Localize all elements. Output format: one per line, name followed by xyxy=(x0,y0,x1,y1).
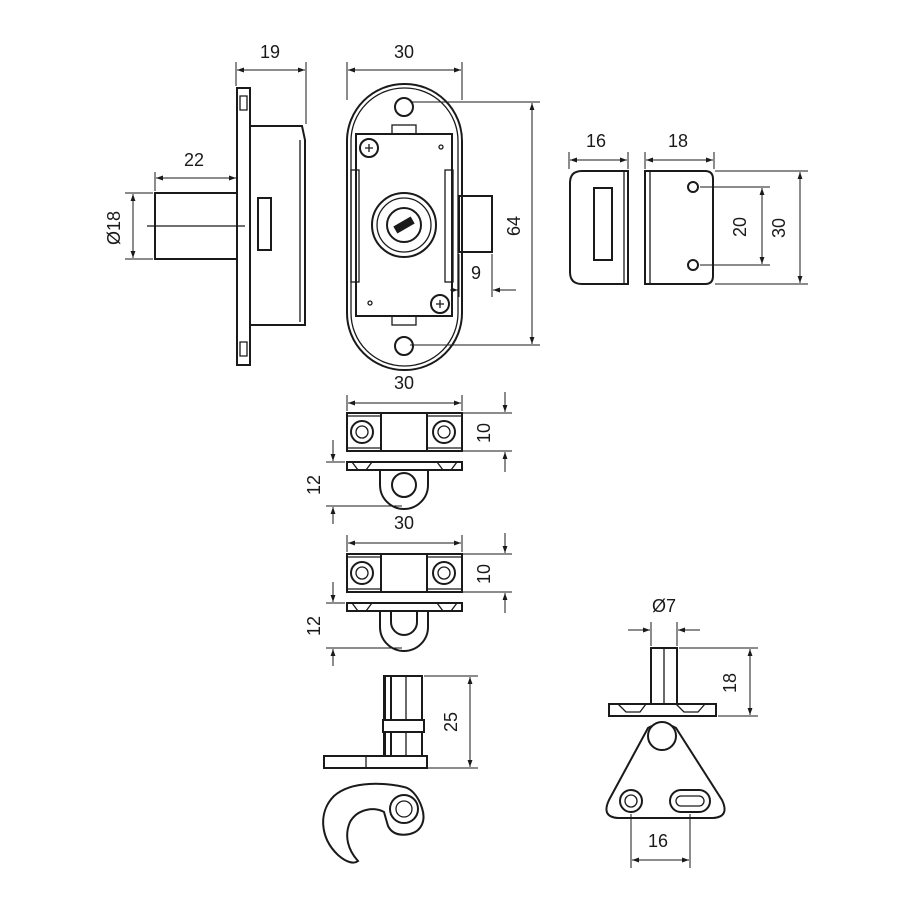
dim-cylinder-length: 22 xyxy=(184,150,204,170)
keeper-plate-view: 18 20 30 xyxy=(644,131,808,285)
triangle-plate-view: 16 xyxy=(605,721,726,868)
pin-side-view: Ø7 18 xyxy=(608,596,758,717)
dim-plate-hole-spacing: 20 xyxy=(730,217,750,237)
dim-body-height: 64 xyxy=(504,216,524,236)
lock-side-view: 19 22 Ø18 xyxy=(104,42,307,366)
dim-pin-diameter: Ø7 xyxy=(652,596,676,616)
dim-pin-height: 18 xyxy=(720,673,740,693)
dim-keeper-depth: 16 xyxy=(586,131,606,151)
screw-icon xyxy=(359,138,379,158)
dim-strike1-depth: 12 xyxy=(304,475,324,495)
dim-strike2-height: 10 xyxy=(474,564,494,584)
dim-cylinder-diameter: Ø18 xyxy=(104,211,124,245)
lock-front-view: 30 64 9 xyxy=(346,42,540,371)
dim-body-width: 30 xyxy=(394,42,414,62)
dim-strike1-width: 30 xyxy=(394,373,414,393)
strike-plate-open: 10 30 12 xyxy=(304,513,512,666)
hook-side-view: 25 xyxy=(323,675,478,769)
dim-triangle-hole-spacing: 16 xyxy=(648,831,668,851)
dim-hook-height: 25 xyxy=(441,712,461,732)
dim-strike1-height: 10 xyxy=(474,423,494,443)
strike-plate-closed: 10 30 12 xyxy=(304,373,512,524)
dim-side-width: 19 xyxy=(260,42,280,62)
dim-strike2-depth: 12 xyxy=(304,616,324,636)
screw-icon xyxy=(430,294,450,314)
dim-plate-width: 18 xyxy=(668,131,688,151)
dim-bolt-offset: 9 xyxy=(471,263,481,283)
keeper-side-view: 16 xyxy=(568,131,629,285)
dim-plate-height: 30 xyxy=(769,218,789,238)
dim-strike2-width: 30 xyxy=(394,513,414,533)
hook-top-view xyxy=(322,782,425,864)
